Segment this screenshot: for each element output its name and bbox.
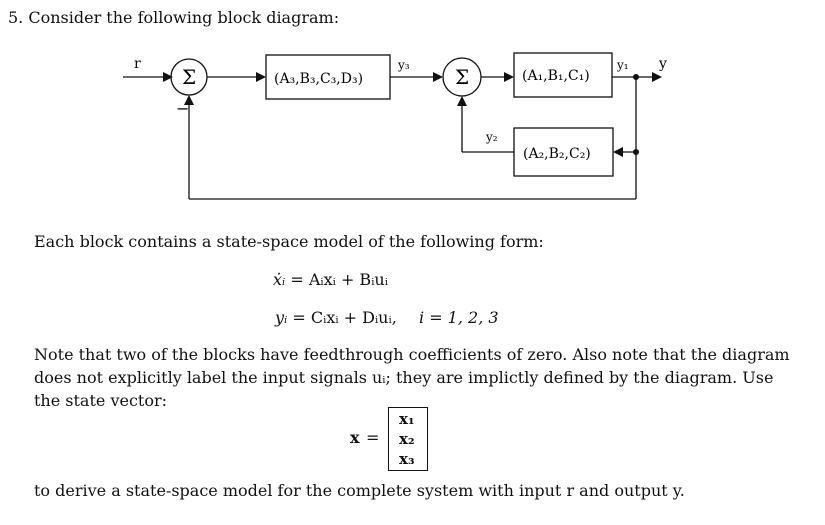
equation-2-index: i = 1, 2, 3: [418, 308, 499, 327]
input-label: r: [134, 56, 141, 72]
intro-text: Each block contains a state-space model …: [34, 232, 544, 251]
equation-1: ẋᵢ = Aᵢxᵢ + Bᵢuᵢ: [273, 268, 388, 292]
state-vector-lhs: x: [350, 428, 360, 447]
block3-label: (A₃,B₃,C₃,D₃): [274, 71, 363, 87]
equation-2-lhs: yᵢ: [275, 308, 288, 327]
signal-y3-label: y₃: [397, 58, 410, 72]
equation-2: yᵢ = Cᵢxᵢ + Dᵢuᵢ, i = 1, 2, 3: [275, 306, 499, 330]
signal-y2-label: y₂: [485, 130, 498, 144]
signal-y1-label: y₁: [616, 58, 629, 72]
note-paragraph: Note that two of the blocks have feedthr…: [34, 345, 790, 410]
block-1: [513, 52, 613, 98]
state-vector-bracket: x₁ x₂ x₃: [388, 407, 428, 471]
state-vector-entry-3: x₃: [399, 450, 415, 468]
closing-text: to derive a state-space model for the co…: [34, 481, 685, 500]
output-label: y: [658, 56, 667, 72]
sum1-symbol: Σ: [182, 65, 196, 89]
equation-1-rhs: = Aᵢxᵢ + Bᵢuᵢ: [290, 270, 388, 289]
block1-label: (A₁,B₁,C₁): [522, 68, 590, 84]
state-vector-entry-2: x₂: [399, 430, 415, 448]
equation-1-lhs: ẋᵢ: [273, 270, 286, 289]
sum2-symbol: Σ: [455, 65, 469, 89]
minus-sign: −: [176, 99, 189, 118]
problem-label: 5. Consider the following block diagram:: [8, 8, 340, 27]
state-vector: x = x₁ x₂ x₃: [350, 407, 440, 471]
state-vector-equals: =: [366, 428, 380, 447]
block2-label: (A₂,B₂,C₂): [523, 146, 591, 162]
state-vector-entry-1: x₁: [399, 410, 415, 428]
equation-2-rhs: = Cᵢxᵢ + Dᵢuᵢ,: [292, 308, 397, 327]
